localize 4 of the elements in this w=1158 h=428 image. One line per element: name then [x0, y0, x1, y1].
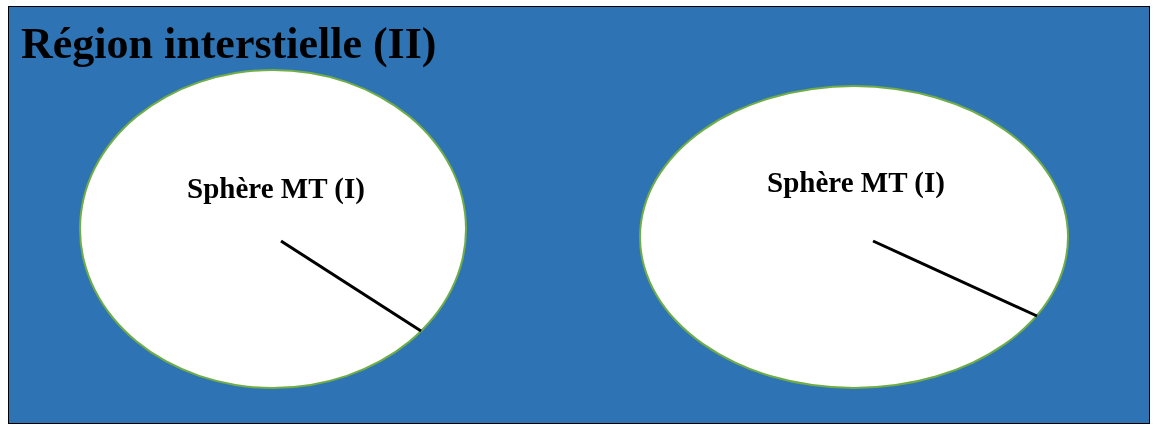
region-panel: [8, 6, 1150, 424]
sphere-label: Sphère MT (I): [186, 171, 366, 206]
region-title: Région interstielle (II): [21, 18, 438, 70]
sphere-label: Sphère MT (I): [766, 165, 946, 200]
